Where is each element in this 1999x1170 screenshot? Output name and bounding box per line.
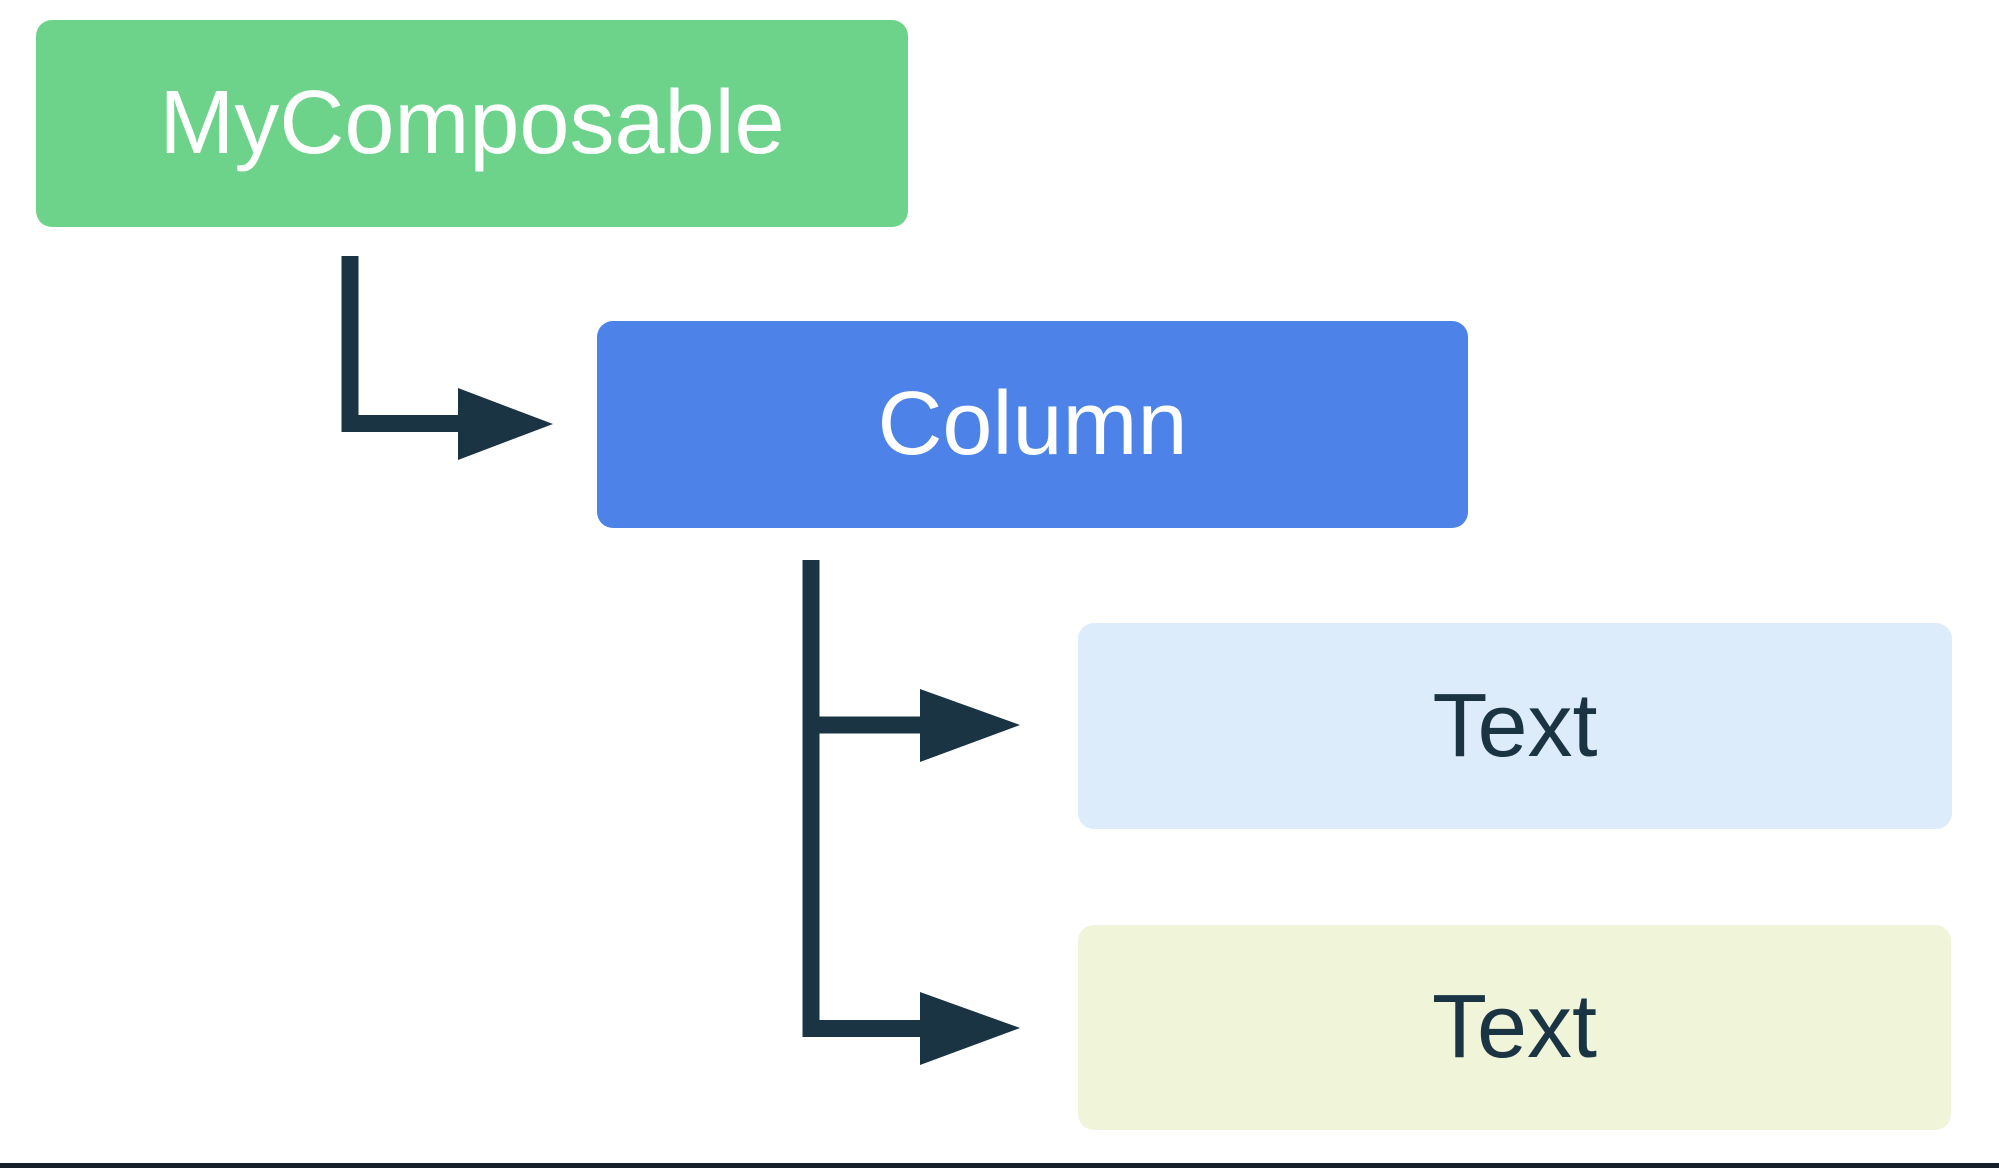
bottom-border-line bbox=[0, 1163, 1999, 1168]
node-text-first-label: Text bbox=[1432, 675, 1598, 776]
node-text-second: Text bbox=[1078, 925, 1951, 1130]
node-mycomposable: MyComposable bbox=[36, 20, 908, 227]
node-mycomposable-label: MyComposable bbox=[159, 73, 785, 173]
arrowhead-mycomposable-to-column-icon bbox=[458, 388, 553, 460]
arrowhead-column-to-text2-icon bbox=[920, 992, 1020, 1065]
node-column-label: Column bbox=[877, 374, 1188, 474]
arrowhead-column-to-text1-icon bbox=[920, 689, 1020, 762]
edge-column-to-text1 bbox=[802, 560, 922, 734]
node-text-first: Text bbox=[1078, 623, 1952, 829]
edge-column-to-text2 bbox=[802, 720, 922, 1037]
node-column: Column bbox=[597, 321, 1468, 528]
edge-mycomposable-to-column bbox=[341, 256, 460, 432]
node-text-second-label: Text bbox=[1431, 977, 1598, 1077]
